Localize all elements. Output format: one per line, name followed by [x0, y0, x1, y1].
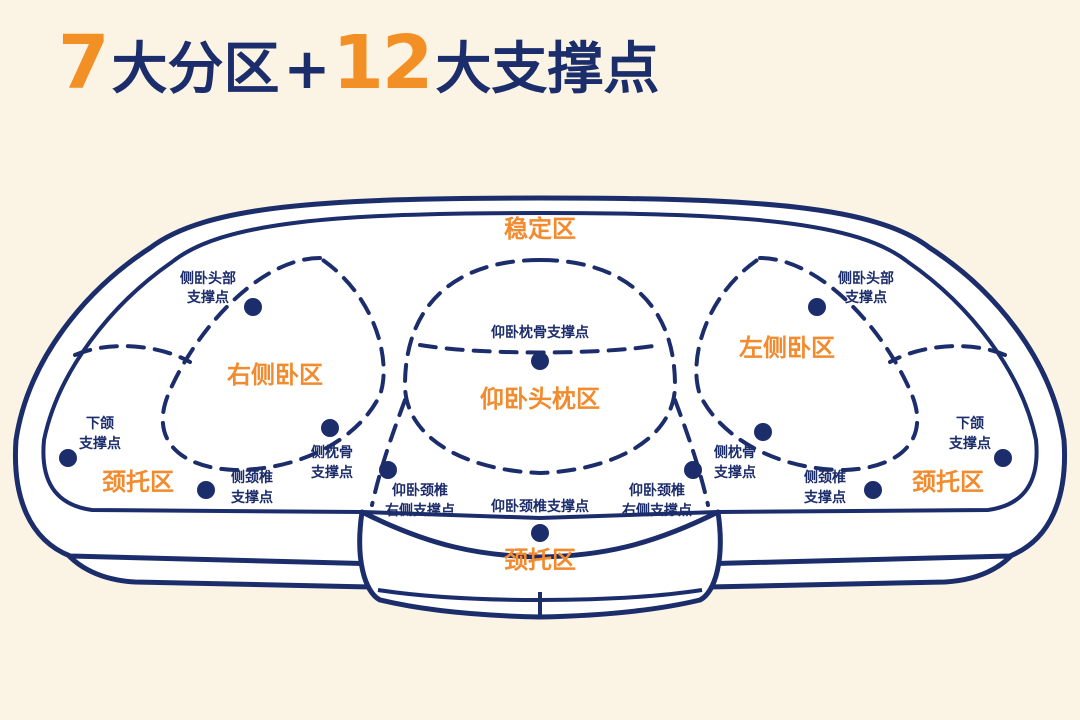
point-label-jaw-right-1: 下颌 [956, 415, 984, 432]
point-label-supine-neck-left-2: 右侧支撑点 [384, 502, 455, 519]
dot-side-neck-right [864, 481, 882, 499]
dot-side-occ-right [754, 423, 772, 441]
point-label-side-head-right-2: 支撑点 [844, 289, 887, 306]
zone-label-stable: 稳定区 [504, 215, 576, 243]
zone-label-neck-right: 颈托区 [912, 468, 984, 496]
point-label-side-occ-left-2: 支撑点 [310, 464, 353, 481]
point-label-side-neck-left-1: 侧颈椎 [231, 469, 273, 486]
dot-supine-occ [531, 352, 549, 370]
zone-boundary-right-neck [673, 398, 710, 507]
point-label-side-head-left-1: 侧卧头部 [180, 270, 236, 287]
point-label-supine-occ: 仰卧枕骨支撑点 [491, 324, 589, 341]
zone-boundary-left-side [694, 255, 920, 473]
dot-supine-neck [531, 524, 549, 542]
point-label-side-occ-right-2: 支撑点 [713, 464, 756, 481]
pillow-inner-rim [41, 211, 1039, 520]
point-label-supine-neck-right-2: 右侧支撑点 [621, 502, 692, 519]
zone-label-neck-left: 颈托区 [102, 468, 174, 496]
point-label-supine-neck: 仰卧颈椎支撑点 [491, 498, 589, 515]
neck-bolster-curve [377, 588, 703, 602]
title-text-points: 大支撑点 [435, 37, 660, 102]
point-label-jaw-left-2: 支撑点 [78, 435, 121, 452]
point-label-side-head-left-2: 支撑点 [186, 289, 229, 306]
zone-boundary-left-neck [370, 398, 407, 507]
point-label-side-neck-right-1: 侧颈椎 [804, 469, 846, 486]
page-title: 7 大分区 + 12 大支撑点 [58, 20, 661, 110]
zone-label-supine-head: 仰卧头枕区 [480, 385, 600, 413]
title-number-points: 12 [332, 20, 433, 106]
title-text-zones: 大分区 [111, 37, 280, 102]
point-label-side-head-right-1: 侧卧头部 [838, 270, 894, 287]
point-label-side-neck-left-2: 支撑点 [230, 489, 273, 506]
point-label-supine-neck-right-1: 仰卧颈椎 [629, 482, 685, 499]
dot-jaw-left [59, 449, 77, 467]
zone-boundary-right-edge [888, 344, 1007, 364]
dot-supine-neck-right [684, 461, 702, 479]
point-label-jaw-left-1: 下颌 [86, 415, 114, 432]
dot-side-neck-left [197, 481, 215, 499]
zone-boundary-supine-head [402, 257, 678, 476]
dot-side-occ-left [321, 419, 339, 437]
dot-jaw-right [994, 449, 1012, 467]
point-label-supine-neck-left-1: 仰卧颈椎 [392, 482, 448, 499]
title-number-zones: 7 [58, 20, 109, 106]
dot-supine-neck-left [379, 461, 397, 479]
zone-label-left-side: 左侧卧区 [739, 334, 835, 362]
zone-boundary-right-side [160, 255, 386, 473]
dot-side-head-left [244, 298, 262, 316]
zone-label-right-side: 右侧卧区 [227, 361, 323, 389]
point-label-side-occ-left-1: 侧枕骨 [311, 444, 353, 461]
point-label-jaw-right-2: 支撑点 [948, 435, 991, 452]
neck-bolster-outline [357, 509, 723, 620]
zone-boundary-left-edge [73, 344, 192, 364]
dot-side-head-right [808, 298, 826, 316]
zone-label-neck-center: 颈托区 [504, 546, 576, 574]
point-label-side-occ-right-1: 侧枕骨 [714, 444, 756, 461]
point-label-side-neck-right-2: 支撑点 [803, 489, 846, 506]
title-plus: + [283, 37, 331, 102]
